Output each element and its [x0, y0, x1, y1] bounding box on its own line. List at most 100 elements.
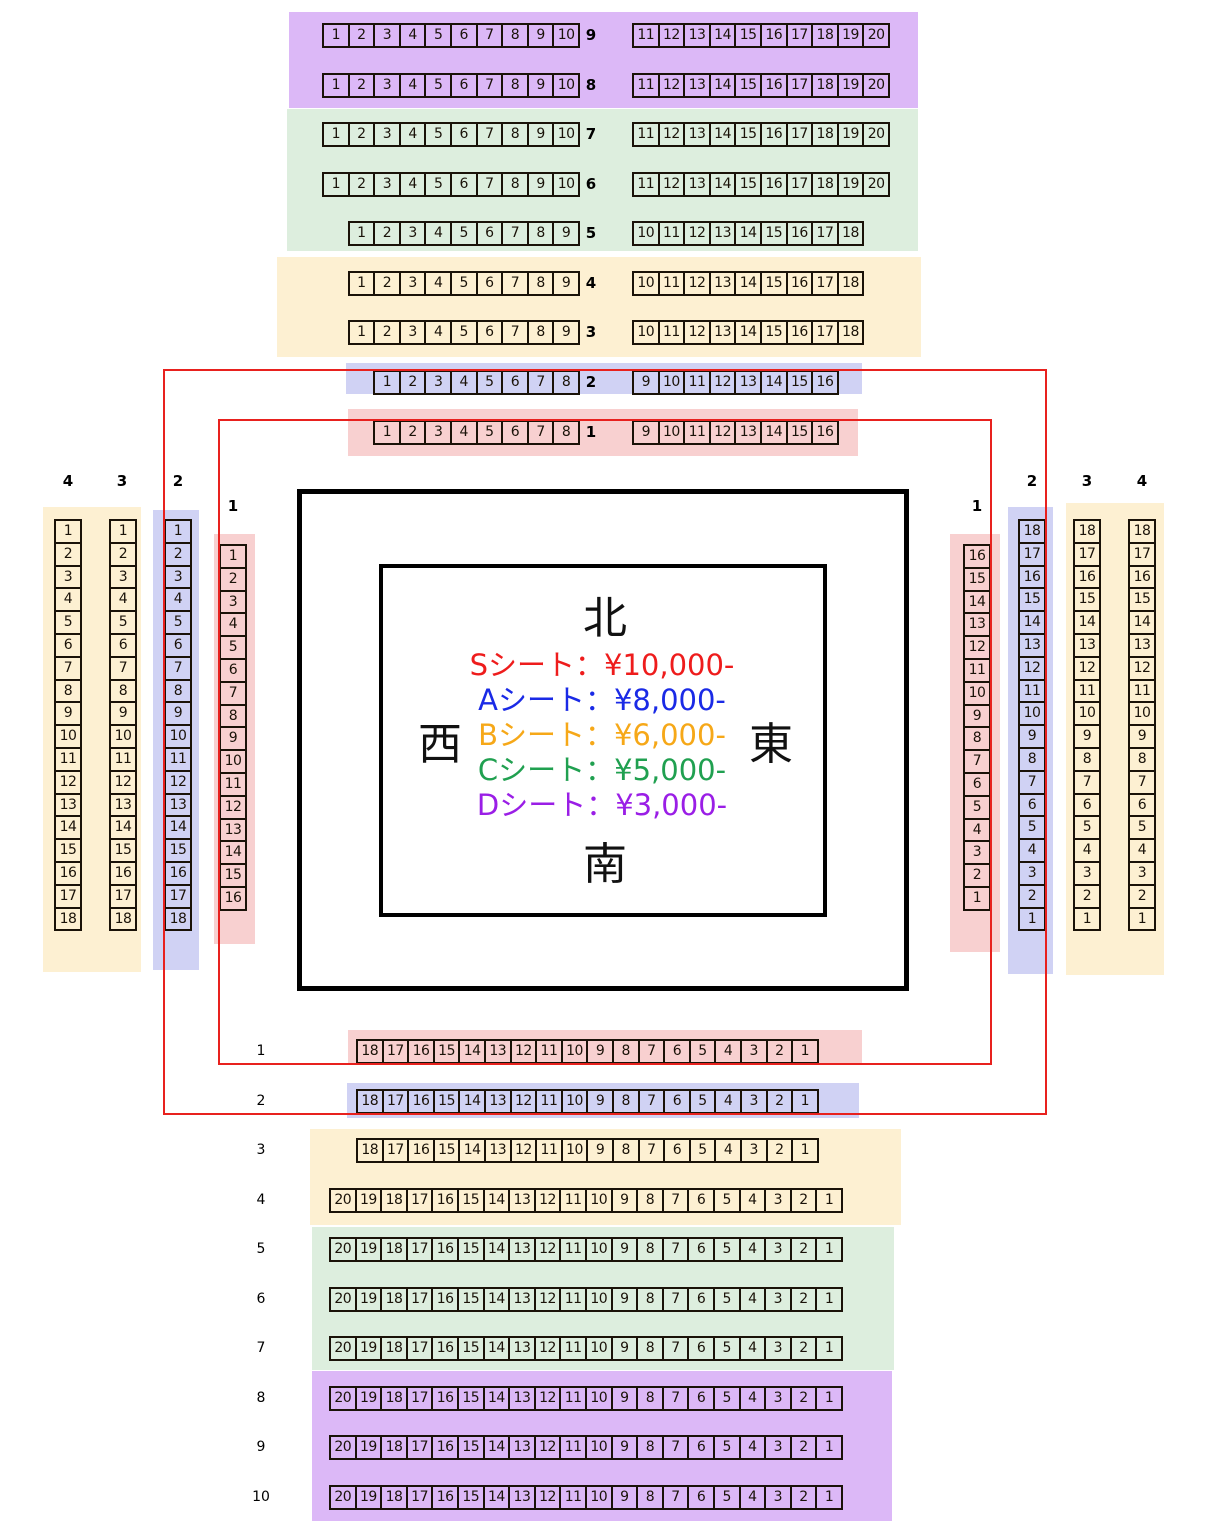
seat[interactable]: 1 [815, 1188, 843, 1213]
seat[interactable]: 17 [109, 883, 137, 909]
seat[interactable]: 15 [759, 320, 788, 345]
seat[interactable]: 8 [636, 1435, 664, 1460]
seat[interactable]: 3 [398, 271, 427, 296]
seat[interactable]: 4 [1128, 838, 1156, 863]
seat[interactable]: 18 [811, 23, 839, 48]
seat[interactable]: 2 [109, 541, 137, 567]
seat[interactable]: 19 [354, 1336, 383, 1361]
seat[interactable]: 17 [785, 172, 814, 197]
seat[interactable]: 16 [1128, 564, 1156, 590]
seat[interactable]: 14 [734, 320, 762, 345]
seat[interactable]: 7 [1128, 769, 1156, 795]
seat[interactable]: 8 [526, 221, 555, 246]
seat[interactable]: 5 [1128, 815, 1156, 841]
seat[interactable]: 3 [764, 1287, 792, 1312]
seat[interactable]: 8 [611, 1138, 640, 1163]
seat[interactable]: 14 [482, 1336, 511, 1361]
seat[interactable]: 1 [1073, 906, 1101, 932]
seat[interactable]: 12 [509, 1138, 538, 1163]
seat[interactable]: 18 [1073, 519, 1101, 544]
seat[interactable]: 17 [811, 320, 839, 345]
seat[interactable]: 9 [610, 1386, 639, 1411]
seat[interactable]: 3 [1128, 860, 1156, 886]
seat[interactable]: 10 [560, 1138, 589, 1163]
seat[interactable]: 13 [708, 320, 737, 345]
seat[interactable]: 10 [109, 724, 137, 749]
seat[interactable]: 1 [815, 1386, 843, 1411]
seat[interactable]: 11 [657, 221, 686, 246]
seat[interactable]: 4 [398, 172, 427, 197]
seat[interactable]: 14 [482, 1287, 511, 1312]
seat[interactable]: 8 [636, 1336, 664, 1361]
seat[interactable]: 6 [1073, 792, 1101, 818]
seat[interactable]: 1 [815, 1336, 843, 1361]
seat[interactable]: 6 [687, 1237, 715, 1262]
seat[interactable]: 15 [1128, 587, 1156, 613]
seat[interactable]: 20 [862, 73, 890, 98]
seat[interactable]: 13 [683, 23, 711, 48]
seat[interactable]: 5 [424, 23, 452, 48]
seat[interactable]: 15 [734, 172, 762, 197]
seat[interactable]: 15 [1073, 587, 1101, 613]
seat[interactable]: 11 [559, 1435, 587, 1460]
seat[interactable]: 7 [54, 655, 82, 681]
seat[interactable]: 13 [683, 172, 711, 197]
seat[interactable]: 2 [765, 1138, 794, 1163]
seat[interactable]: 11 [657, 271, 686, 296]
seat[interactable]: 3 [764, 1237, 792, 1262]
seat[interactable]: 4 [738, 1485, 767, 1510]
seat[interactable]: 14 [458, 1138, 486, 1163]
seat[interactable]: 12 [657, 172, 686, 197]
seat[interactable]: 7 [661, 1435, 690, 1460]
seat[interactable]: 12 [657, 73, 686, 98]
seat[interactable]: 10 [552, 122, 580, 147]
seat[interactable]: 15 [734, 23, 762, 48]
seat[interactable]: 16 [785, 221, 814, 246]
seat[interactable]: 4 [424, 320, 452, 345]
seat[interactable]: 16 [785, 271, 814, 296]
seat[interactable]: 1 [347, 320, 376, 345]
seat[interactable]: 14 [482, 1188, 511, 1213]
seat[interactable]: 5 [109, 610, 137, 635]
seat[interactable]: 5 [712, 1485, 741, 1510]
seat[interactable]: 9 [610, 1237, 639, 1262]
seat[interactable]: 4 [738, 1287, 767, 1312]
seat[interactable]: 17 [785, 73, 814, 98]
seat[interactable]: 1 [791, 1138, 819, 1163]
seat[interactable]: 9 [610, 1287, 639, 1312]
seat[interactable]: 18 [836, 320, 865, 345]
seat[interactable]: 7 [661, 1336, 690, 1361]
seat[interactable]: 1 [815, 1287, 843, 1312]
seat[interactable]: 11 [1128, 678, 1156, 704]
seat[interactable]: 12 [533, 1435, 562, 1460]
seat[interactable]: 10 [552, 172, 580, 197]
seat[interactable]: 9 [552, 320, 580, 345]
seat[interactable]: 1 [815, 1237, 843, 1262]
seat[interactable]: 10 [1128, 701, 1156, 727]
seat[interactable]: 2 [1128, 883, 1156, 909]
seat[interactable]: 7 [501, 271, 529, 296]
seat[interactable]: 2 [789, 1336, 818, 1361]
seat[interactable]: 6 [449, 73, 478, 98]
seat[interactable]: 18 [164, 906, 192, 932]
seat[interactable]: 4 [398, 23, 427, 48]
seat[interactable]: 17 [405, 1485, 434, 1510]
seat[interactable]: 12 [533, 1386, 562, 1411]
seat[interactable]: 10 [584, 1287, 613, 1312]
seat[interactable]: 7 [637, 1138, 666, 1163]
seat[interactable]: 3 [764, 1386, 792, 1411]
seat[interactable]: 14 [482, 1435, 511, 1460]
seat[interactable]: 6 [449, 122, 478, 147]
seat[interactable]: 10 [1073, 701, 1101, 727]
seat[interactable]: 16 [431, 1435, 459, 1460]
seat[interactable]: 9 [526, 172, 555, 197]
seat[interactable]: 8 [526, 320, 555, 345]
seat[interactable]: 12 [1128, 655, 1156, 681]
seat[interactable]: 16 [407, 1138, 435, 1163]
seat[interactable]: 11 [632, 23, 660, 48]
seat[interactable]: 16 [431, 1287, 459, 1312]
seat[interactable]: 4 [738, 1336, 767, 1361]
seat[interactable]: 2 [789, 1287, 818, 1312]
seat[interactable]: 13 [508, 1435, 536, 1460]
seat[interactable]: 20 [862, 23, 890, 48]
